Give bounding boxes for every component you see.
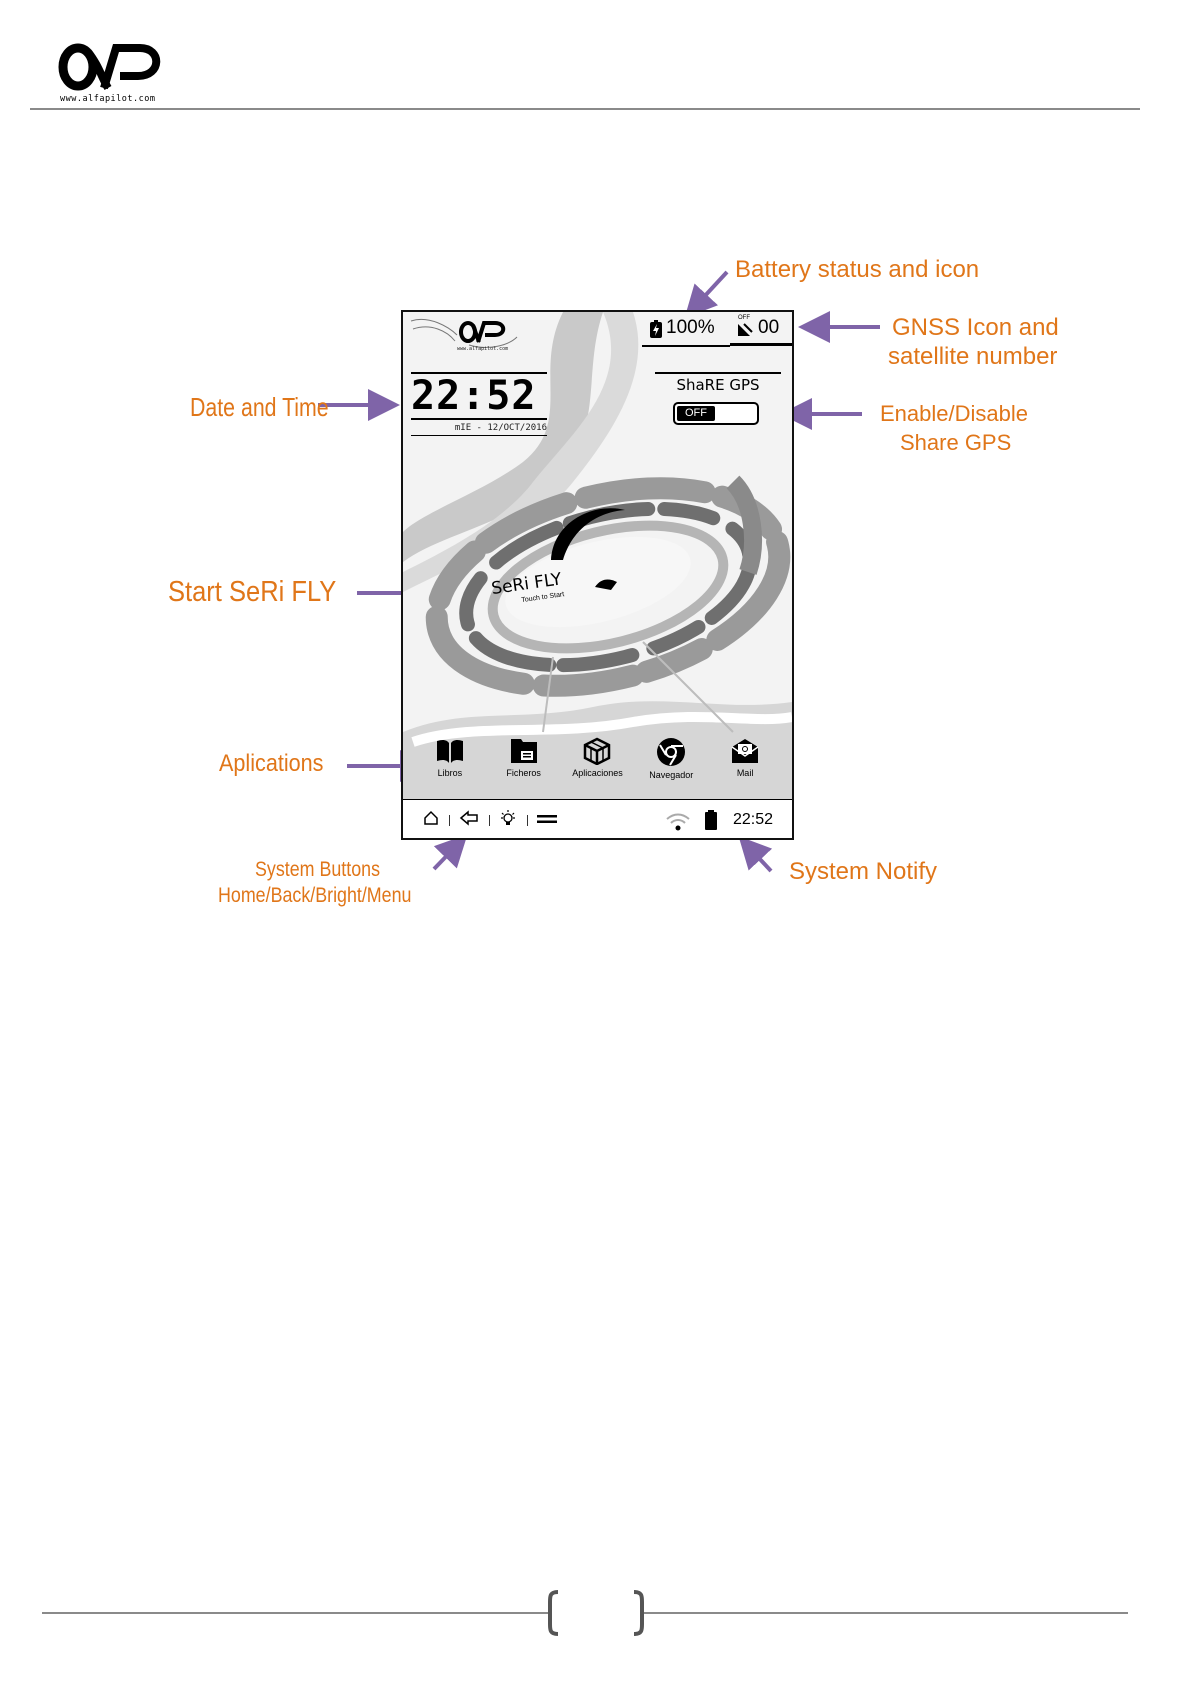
header-divider [30,108,1140,110]
battery-status-icon [705,810,717,830]
app-label: Ficheros [506,768,541,778]
device-logo-url: www.alfapilot.com [457,346,509,352]
app-ficheros[interactable]: Ficheros [489,737,559,795]
footer-divider-right [642,1612,1128,1614]
folder-icon [510,739,537,763]
app-label: Navegador [649,770,694,780]
status-bar-top: 100% OFF 00 [642,312,792,348]
home-icon[interactable] [423,810,439,826]
logo-url: www.alfapilot.com [60,94,156,104]
callout-battery: Battery status and icon [735,256,980,283]
device-screen: www.alfapilot.com 100% OFF 00 22:52 mIE … [401,310,794,840]
menu-icon[interactable] [537,814,557,824]
callout-gnss-1: GNSS Icon and [892,314,1059,341]
footer-divider-left [42,1612,550,1614]
nav-separator [527,815,528,826]
back-icon[interactable] [459,810,479,826]
callout-system-buttons-2: Home/Back/Bright/Menu [218,884,412,907]
callout-system-notify: System Notify [789,858,938,885]
callout-gnss-2: satellite number [888,343,1058,370]
app-label: Mail [736,768,754,778]
arrow-battery [684,270,729,318]
app-navegador[interactable]: Navegador [636,737,706,795]
gnss-state: OFF [738,315,750,321]
callout-apps: Aplications [219,750,324,777]
share-gps-toggle[interactable]: OFF [673,402,759,425]
app-label: Aplicaciones [572,768,623,778]
app-aplicaciones[interactable]: Aplicaciones [562,737,632,795]
clock-time: 22:52 [411,372,547,420]
alfapilot-logo: www.alfapilot.com [58,42,178,106]
callout-system-buttons-1: System Buttons [255,858,381,881]
arrow-system-notify [738,836,773,873]
page-number-bracket [548,1590,644,1636]
arrow-system-buttons [432,834,468,871]
book-icon [436,739,463,763]
callout-start: Start SeRi FLY [168,576,337,608]
device-logo-mark [410,319,518,348]
app-libros[interactable]: Libros [415,737,485,795]
battery-level: 100% [666,317,715,338]
share-gps-label: ShaRE GPS [655,372,781,394]
browser-icon [657,738,686,766]
nav-separator [489,815,490,826]
nav-separator [449,815,450,826]
callout-share-2: Share GPS [900,430,1012,455]
satellite-count: 00 [758,317,780,338]
alfapilot-logo-mark [58,43,161,91]
brightness-bulb-icon[interactable] [499,810,517,828]
callout-date-time: Date and Time [190,392,329,422]
clock-date: mIE - 12/OCT/2016 [411,423,547,436]
mail-icon [731,739,759,763]
app-dock: Libros Ficheros Aplicaciones [403,737,792,795]
system-navigation-bar: 22:52 [403,799,792,838]
system-clock: 22:52 [733,811,774,828]
wifi-icon [666,813,690,831]
clock-widget: 22:52 mIE - 12/OCT/2016 [411,372,547,436]
apps-cube-icon [584,737,611,765]
share-gps-widget: ShaRE GPS OFF [655,372,781,425]
share-gps-toggle-state: OFF [677,406,715,421]
battery-icon [650,320,662,338]
callout-share-1: Enable/Disable [880,401,1028,426]
app-mail[interactable]: Mail [710,737,780,795]
app-label: Libros [437,768,463,778]
device-logo: www.alfapilot.com [409,315,519,355]
satellite-icon [738,323,753,336]
